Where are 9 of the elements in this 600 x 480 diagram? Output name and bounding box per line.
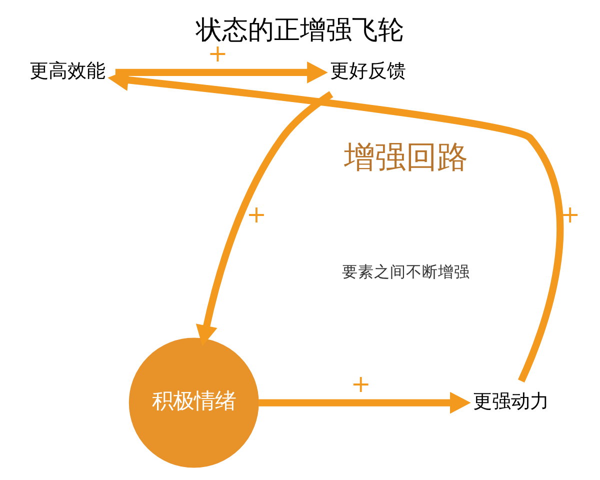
label: 增强回路 <box>344 140 468 176</box>
node-text: 更高效能 <box>29 60 106 82</box>
node-text: 更好反馈 <box>330 60 406 82</box>
label: 要素之间不断增强 <box>342 262 470 281</box>
edge-label: + <box>560 200 580 229</box>
diagram-title: 状态的正增强飞轮 <box>196 16 404 46</box>
edge-label: + <box>246 200 266 229</box>
node-text: 更强动力 <box>473 390 550 412</box>
edge-label: + <box>350 370 371 398</box>
